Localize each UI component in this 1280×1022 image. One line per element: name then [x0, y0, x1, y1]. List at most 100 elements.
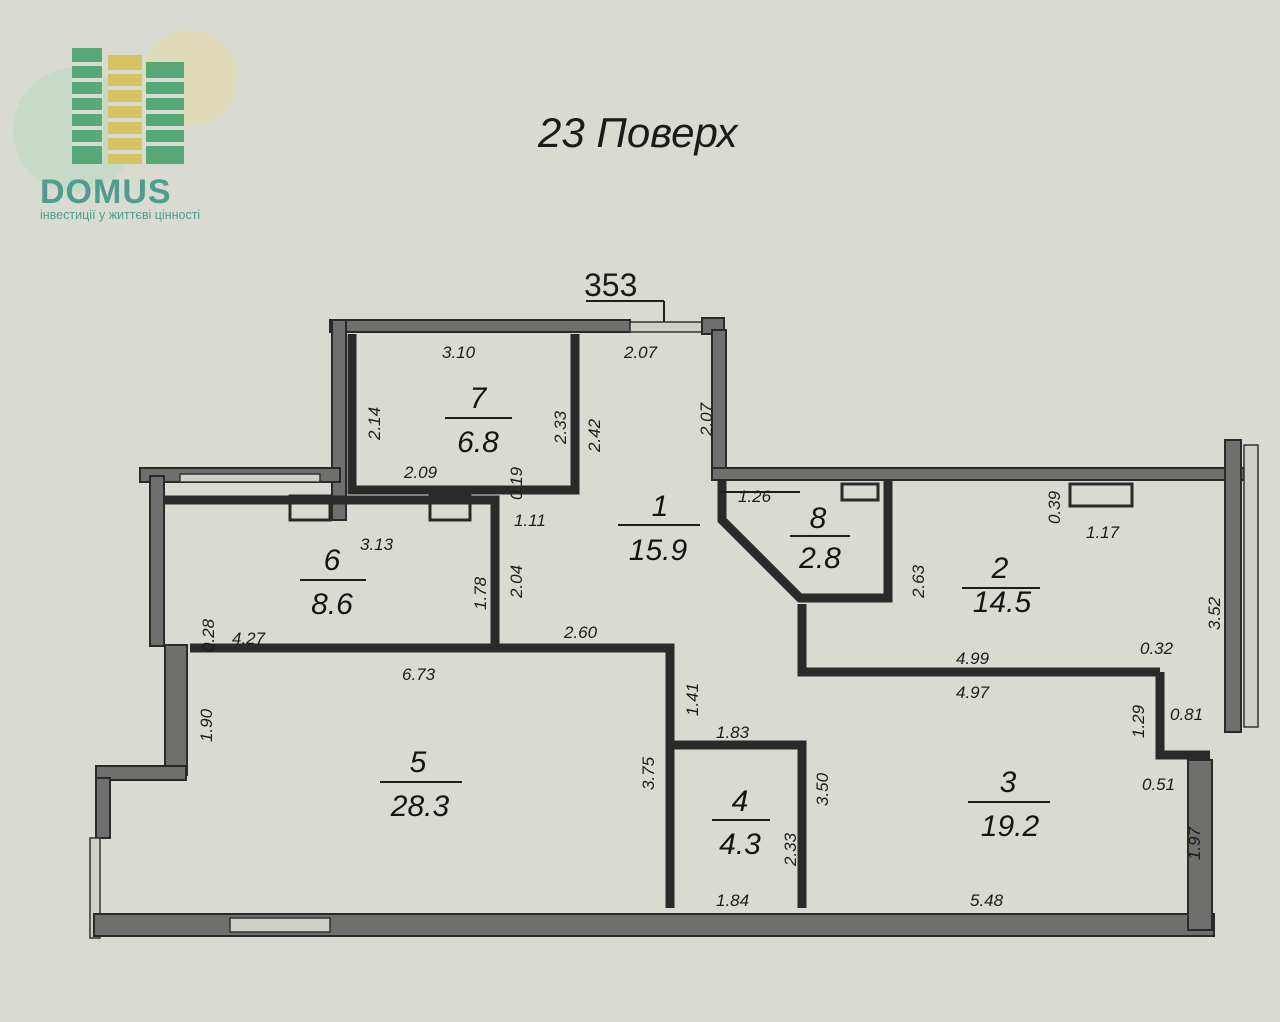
- floor-title: 23 Поверх: [537, 109, 740, 156]
- window-top: [629, 321, 703, 333]
- dim-label: 2.04: [507, 565, 526, 599]
- wall-top-right: [711, 467, 1245, 481]
- wall-room5-left: [164, 644, 188, 776]
- room-1-label: 1 15.9: [618, 490, 700, 567]
- dim-label: 0.81: [1170, 705, 1203, 724]
- room-3-label: 3 19.2: [968, 766, 1050, 843]
- dim-label: 1.11: [514, 511, 546, 530]
- dim-label: 0.39: [1045, 490, 1064, 524]
- dim-label: 1.17: [1086, 523, 1120, 542]
- dim-label: 1.41: [683, 683, 702, 716]
- svg-text:28.3: 28.3: [390, 790, 450, 823]
- dim-label: 6.73: [402, 665, 436, 684]
- partition-room3-top: [797, 604, 1160, 677]
- svg-text:3: 3: [1000, 766, 1017, 799]
- wall-top-left: [329, 319, 631, 333]
- dim-label: 3.10: [442, 343, 476, 362]
- dim-label: 2.07: [697, 402, 716, 437]
- dim-label: 2.09: [403, 463, 438, 482]
- dim-label: 1.26: [738, 487, 772, 506]
- dim-label: 2.14: [365, 407, 384, 441]
- wall-bottom: [93, 913, 1215, 937]
- svg-text:4.3: 4.3: [719, 828, 761, 861]
- dim-label: 2.33: [781, 832, 800, 867]
- wall-right: [1224, 439, 1242, 733]
- fixture-kitchen-1: [288, 494, 332, 522]
- room-7-label: 7 6.8: [445, 382, 512, 459]
- walls: [89, 317, 1259, 939]
- dim-label: 5.48: [970, 891, 1004, 910]
- svg-text:5: 5: [410, 746, 427, 779]
- svg-text:1: 1: [652, 490, 669, 523]
- dim-label: 0.28: [199, 618, 218, 652]
- svg-text:2: 2: [991, 552, 1009, 585]
- partition-room8: [717, 480, 893, 603]
- room-5-label: 5 28.3: [380, 746, 462, 823]
- partitions: [165, 334, 1210, 908]
- wall-right-lower: [1187, 759, 1213, 931]
- dim-label: 3.50: [813, 772, 832, 806]
- room-8-label: 8 2.8: [790, 502, 850, 575]
- svg-text:8.6: 8.6: [311, 588, 353, 621]
- logo-buildings-icon: [72, 48, 184, 164]
- domus-logo: DOMUS інвестиції у життєві цінності: [13, 30, 238, 222]
- dim-label: 2.60: [563, 623, 598, 642]
- dim-label: 1.78: [471, 576, 490, 610]
- svg-text:8: 8: [810, 502, 827, 535]
- wall-room7-left: [331, 319, 347, 521]
- dim-label: 1.84: [716, 891, 749, 910]
- dim-label: 3.75: [639, 756, 658, 790]
- room-4-label: 4 4.3: [712, 785, 770, 861]
- fixtures: [288, 482, 1134, 522]
- dim-label: 1.83: [716, 723, 750, 742]
- dim-label: 4.97: [956, 683, 990, 702]
- svg-text:2.8: 2.8: [798, 542, 841, 575]
- dim-label: 3.13: [360, 535, 394, 554]
- svg-text:19.2: 19.2: [981, 810, 1040, 843]
- fixture-radiator-room2: [1068, 482, 1134, 508]
- svg-text:6.8: 6.8: [457, 426, 499, 459]
- partition-room7: [347, 334, 580, 495]
- svg-text:7: 7: [470, 382, 488, 415]
- window-room6: [179, 473, 321, 483]
- wall-room5-step: [95, 765, 187, 781]
- wall-hall-right: [711, 329, 727, 471]
- partition-room5-right: [190, 643, 675, 908]
- room-labels: 1 15.9 2 14.5 3 19.2 4 4.3 5 28.3 6 8.6: [300, 382, 1050, 861]
- svg-text:4: 4: [732, 785, 749, 818]
- apartment-number: 353: [584, 267, 637, 303]
- svg-text:15.9: 15.9: [629, 534, 688, 567]
- dim-label: 2.42: [585, 418, 604, 453]
- window-left: [89, 837, 101, 939]
- room-2-label: 2 14.5: [962, 552, 1040, 619]
- partition-room3-right: [1155, 672, 1210, 760]
- dim-label: 4.99: [956, 649, 990, 668]
- fixture-room8: [840, 482, 880, 502]
- window-right: [1243, 444, 1259, 728]
- window-bottom: [229, 917, 331, 933]
- partition-room6-right: [165, 495, 500, 648]
- dimension-labels: 3.10 2.14 2.33 2.42 2.07 2.07 2.09 0.19 …: [197, 343, 1224, 910]
- dim-label: 1.97: [1185, 826, 1204, 860]
- room-6-label: 6 8.6: [300, 544, 366, 621]
- logo-name: DOMUS: [40, 173, 172, 211]
- dim-label: 0.19: [507, 466, 526, 500]
- dim-label: 1.90: [197, 708, 216, 742]
- svg-text:6: 6: [324, 544, 341, 577]
- dim-label: 3.52: [1205, 596, 1224, 630]
- wall-room5-left-lower: [95, 777, 111, 839]
- dim-label: 2.33: [551, 410, 570, 445]
- dim-label: 2.63: [909, 564, 928, 599]
- dim-label: 0.51: [1142, 775, 1175, 794]
- logo-tagline: інвестиції у життєві цінності: [40, 208, 200, 222]
- fixture-kitchen-2: [428, 494, 472, 522]
- svg-text:14.5: 14.5: [973, 586, 1032, 619]
- dim-label: 2.07: [623, 343, 658, 362]
- dim-label: 0.32: [1140, 639, 1174, 658]
- partition-room4: [672, 740, 807, 908]
- wall-room6-left: [149, 475, 165, 647]
- dim-label: 4.27: [232, 629, 266, 648]
- dim-label: 1.29: [1129, 704, 1148, 738]
